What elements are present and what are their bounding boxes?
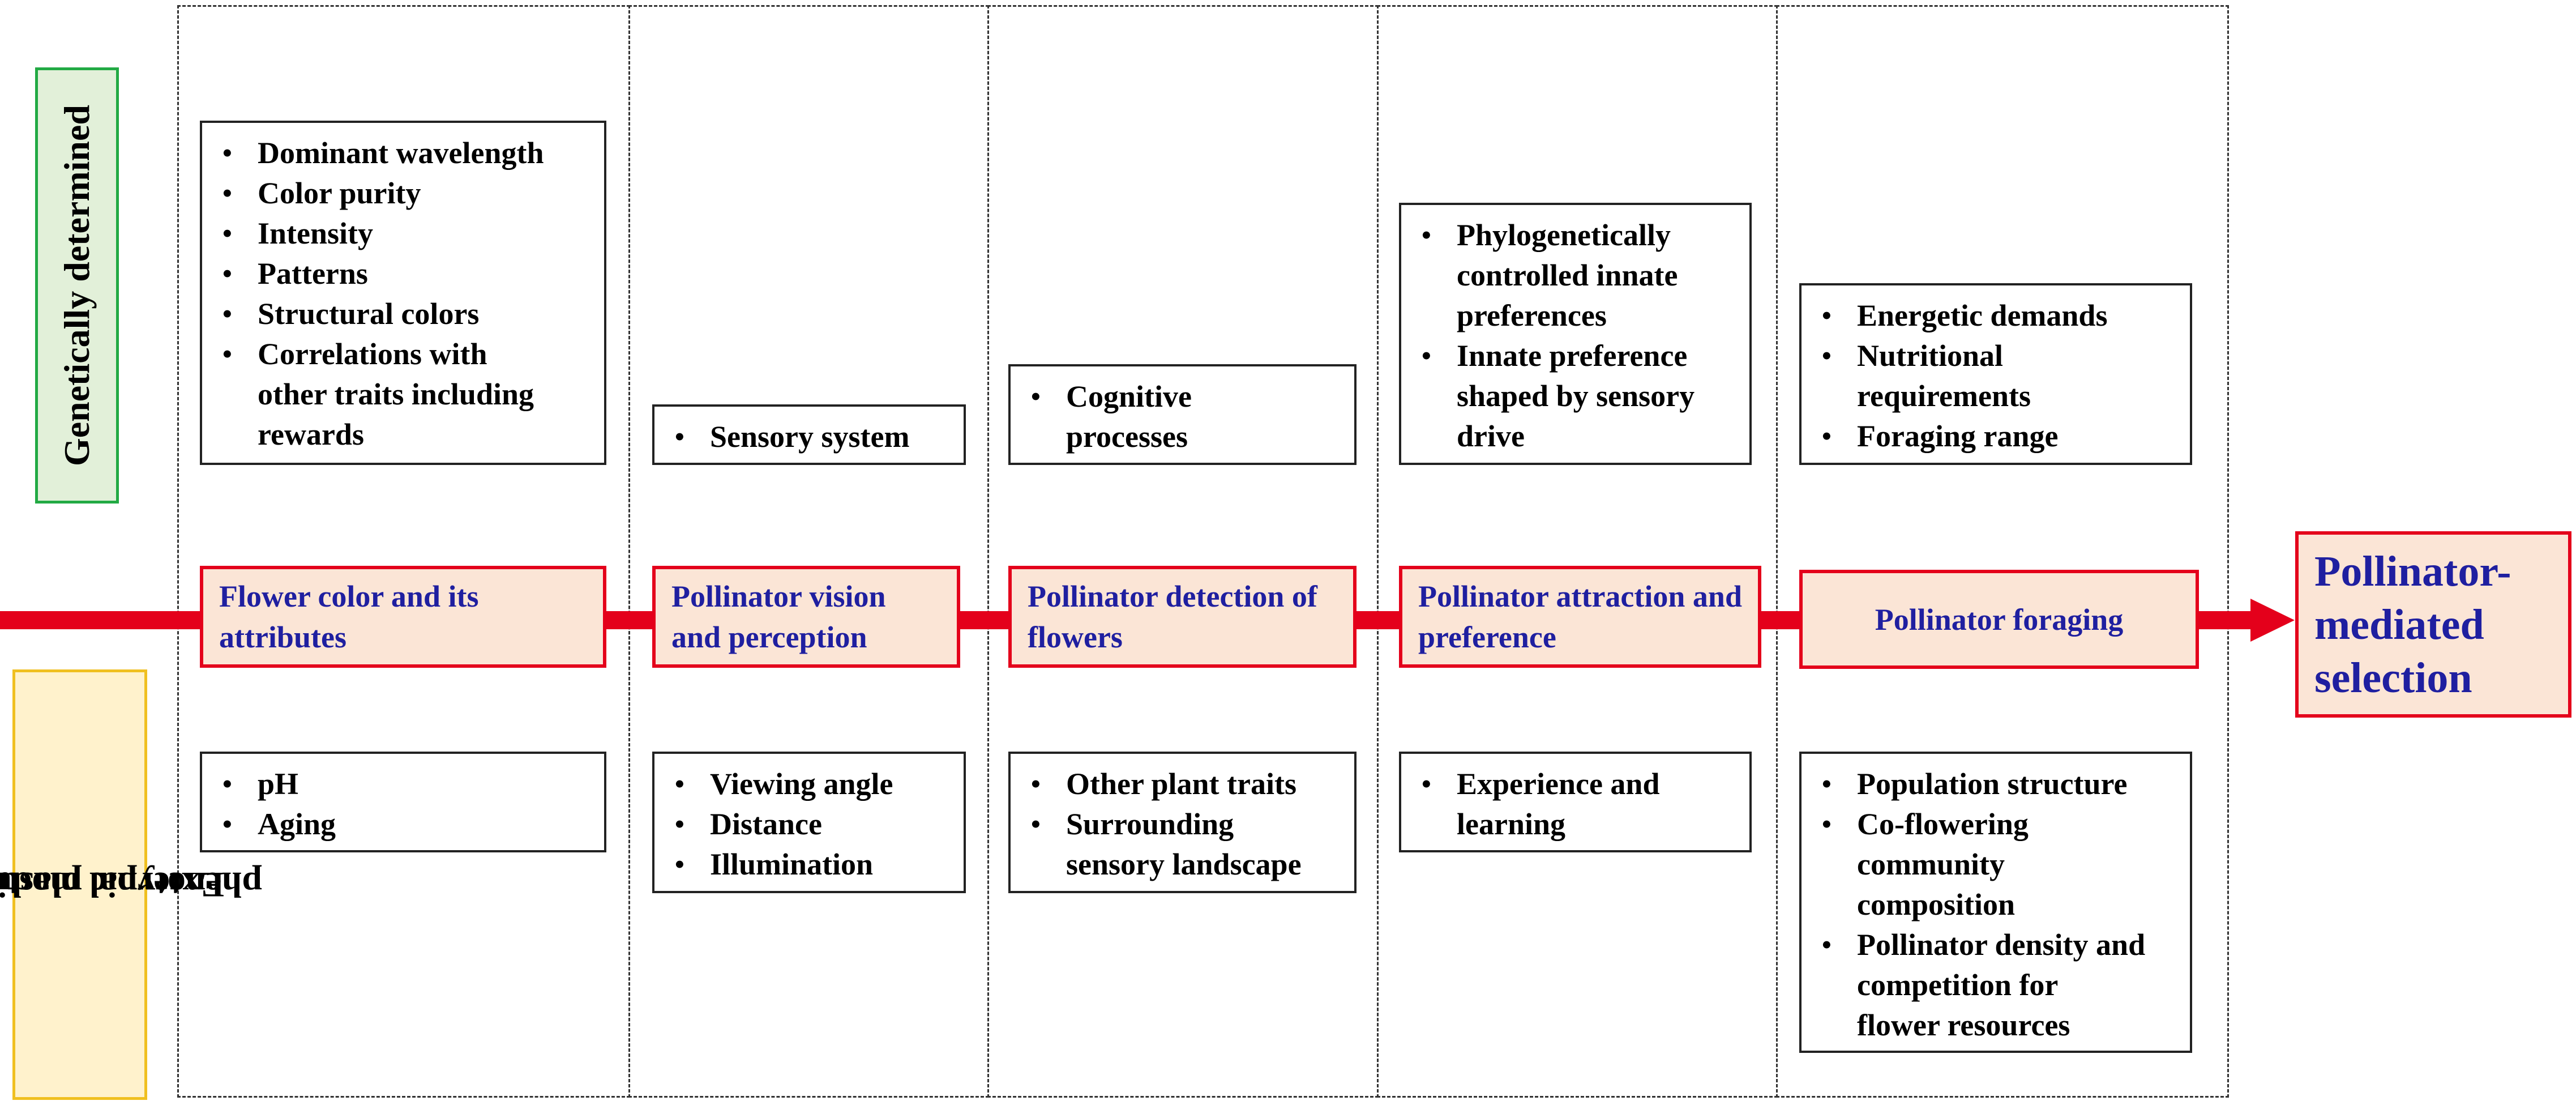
list-item: other traits including	[258, 377, 534, 411]
stage-label: Pollinator vision and perception	[671, 579, 886, 654]
column-frame-attraction	[1377, 5, 1778, 1098]
list-item: Foraging range	[1817, 416, 2174, 456]
row-label-external-line2: phenotypic plasticity	[0, 865, 262, 905]
outcome-selection: Pollinator-mediated selection	[2295, 531, 2571, 718]
list-item: Pollinator density and	[1817, 925, 2174, 965]
stage-flower-color: Flower color and its attributes	[200, 566, 606, 668]
stage-foraging: Pollinator foraging	[1799, 570, 2199, 669]
list-item: Other plant traits	[1026, 764, 1338, 804]
genetic-list-vision: Sensory system	[670, 417, 948, 457]
list-item: competition for	[1857, 968, 2059, 1002]
list-item: Phylogenetically	[1417, 215, 1734, 255]
list-item: Distance	[670, 804, 948, 844]
list-item: learning	[1457, 807, 1566, 841]
list-item: Correlations with	[218, 334, 588, 374]
list-item: controlled innate	[1457, 258, 1678, 292]
external-box-foraging: Population structure Co-flowering commun…	[1799, 752, 2192, 1053]
list-item: Population structure	[1817, 764, 2174, 804]
list-item: composition	[1857, 888, 2016, 921]
list-item: Innate preference	[1417, 336, 1734, 376]
external-box-detection: Other plant traits Surrounding sensory l…	[1008, 752, 1357, 893]
column-frame-vision	[628, 5, 989, 1098]
genetic-box-flower-color: Dominant wavelength Color purity Intensi…	[200, 121, 606, 465]
list-item: Sensory system	[670, 417, 948, 457]
list-item: Structural colors	[218, 294, 588, 334]
list-item: requirements	[1857, 379, 2031, 413]
stage-label: Flower color and its attributes	[219, 579, 479, 654]
column-frame-detection	[987, 5, 1379, 1098]
external-list-foraging: Population structure Co-flowering commun…	[1817, 764, 2174, 1046]
list-item: Surrounding	[1026, 804, 1338, 844]
list-item: Experience and	[1417, 764, 1734, 804]
row-label-external: External modulation/ phenotypic plastici…	[0, 669, 262, 1100]
list-item: Co-flowering	[1817, 804, 2174, 844]
list-item: shaped by sensory	[1457, 379, 1695, 413]
stage-label: Pollinator attraction and preference	[1418, 579, 1742, 654]
list-item: flower resources	[1857, 1008, 2070, 1042]
list-item: preferences	[1457, 298, 1607, 332]
list-item: Viewing angle	[670, 764, 948, 804]
row-label-genetic-text: Genetically determined	[57, 104, 97, 467]
external-list-vision: Viewing angle Distance Illumination	[670, 764, 948, 885]
external-box-attraction: Experience and learning	[1399, 752, 1752, 852]
list-item: sensory landscape	[1066, 847, 1302, 881]
external-box-vision: Viewing angle Distance Illumination	[652, 752, 966, 893]
list-item: Illumination	[670, 844, 948, 885]
stage-label: Pollinator foraging	[1875, 602, 2124, 637]
list-item: Cognitive	[1026, 377, 1338, 417]
row-label-external-text: External modulation/ phenotypic plastici…	[0, 719, 262, 1051]
column-frame-foraging	[1776, 5, 2229, 1098]
genetic-box-detection: Cognitive processes	[1008, 364, 1357, 465]
genetic-box-vision: Sensory system	[652, 404, 966, 465]
external-list-attraction: Experience and learning	[1417, 764, 1734, 844]
list-item: Nutritional	[1817, 336, 2174, 376]
flow-arrowhead-icon	[2250, 599, 2295, 642]
stage-vision: Pollinator vision and perception	[652, 566, 960, 668]
list-item: processes	[1066, 420, 1188, 454]
genetic-list-attraction: Phylogenetically controlled innate prefe…	[1417, 215, 1734, 456]
list-item: Color purity	[218, 173, 588, 214]
genetic-list-detection: Cognitive processes	[1026, 377, 1338, 457]
list-item: drive	[1457, 419, 1525, 453]
row-label-genetic: Genetically determined	[35, 67, 119, 504]
list-item: Intensity	[218, 214, 588, 254]
outcome-label: Pollinator-mediated selection	[2314, 547, 2511, 702]
stage-label: Pollinator detection of flowers	[1028, 579, 1317, 654]
list-item: pH	[218, 764, 588, 804]
external-box-flower-color: pH Aging	[200, 752, 606, 852]
list-item: rewards	[258, 417, 364, 451]
list-item: community	[1857, 847, 2005, 881]
stage-attraction: Pollinator attraction and preference	[1399, 566, 1761, 668]
genetic-box-foraging: Energetic demands Nutritional requiremen…	[1799, 283, 2192, 465]
list-item: Aging	[218, 804, 588, 844]
genetic-box-attraction: Phylogenetically controlled innate prefe…	[1399, 203, 1752, 465]
external-list-detection: Other plant traits Surrounding sensory l…	[1026, 764, 1338, 885]
stage-detection: Pollinator detection of flowers	[1008, 566, 1357, 668]
external-list-flower-color: pH Aging	[218, 764, 588, 844]
genetic-list-flower-color: Dominant wavelength Color purity Intensi…	[218, 133, 588, 455]
genetic-list-foraging: Energetic demands Nutritional requiremen…	[1817, 296, 2174, 456]
list-item: Dominant wavelength	[218, 133, 588, 173]
list-item: Patterns	[218, 254, 588, 294]
list-item: Energetic demands	[1817, 296, 2174, 336]
